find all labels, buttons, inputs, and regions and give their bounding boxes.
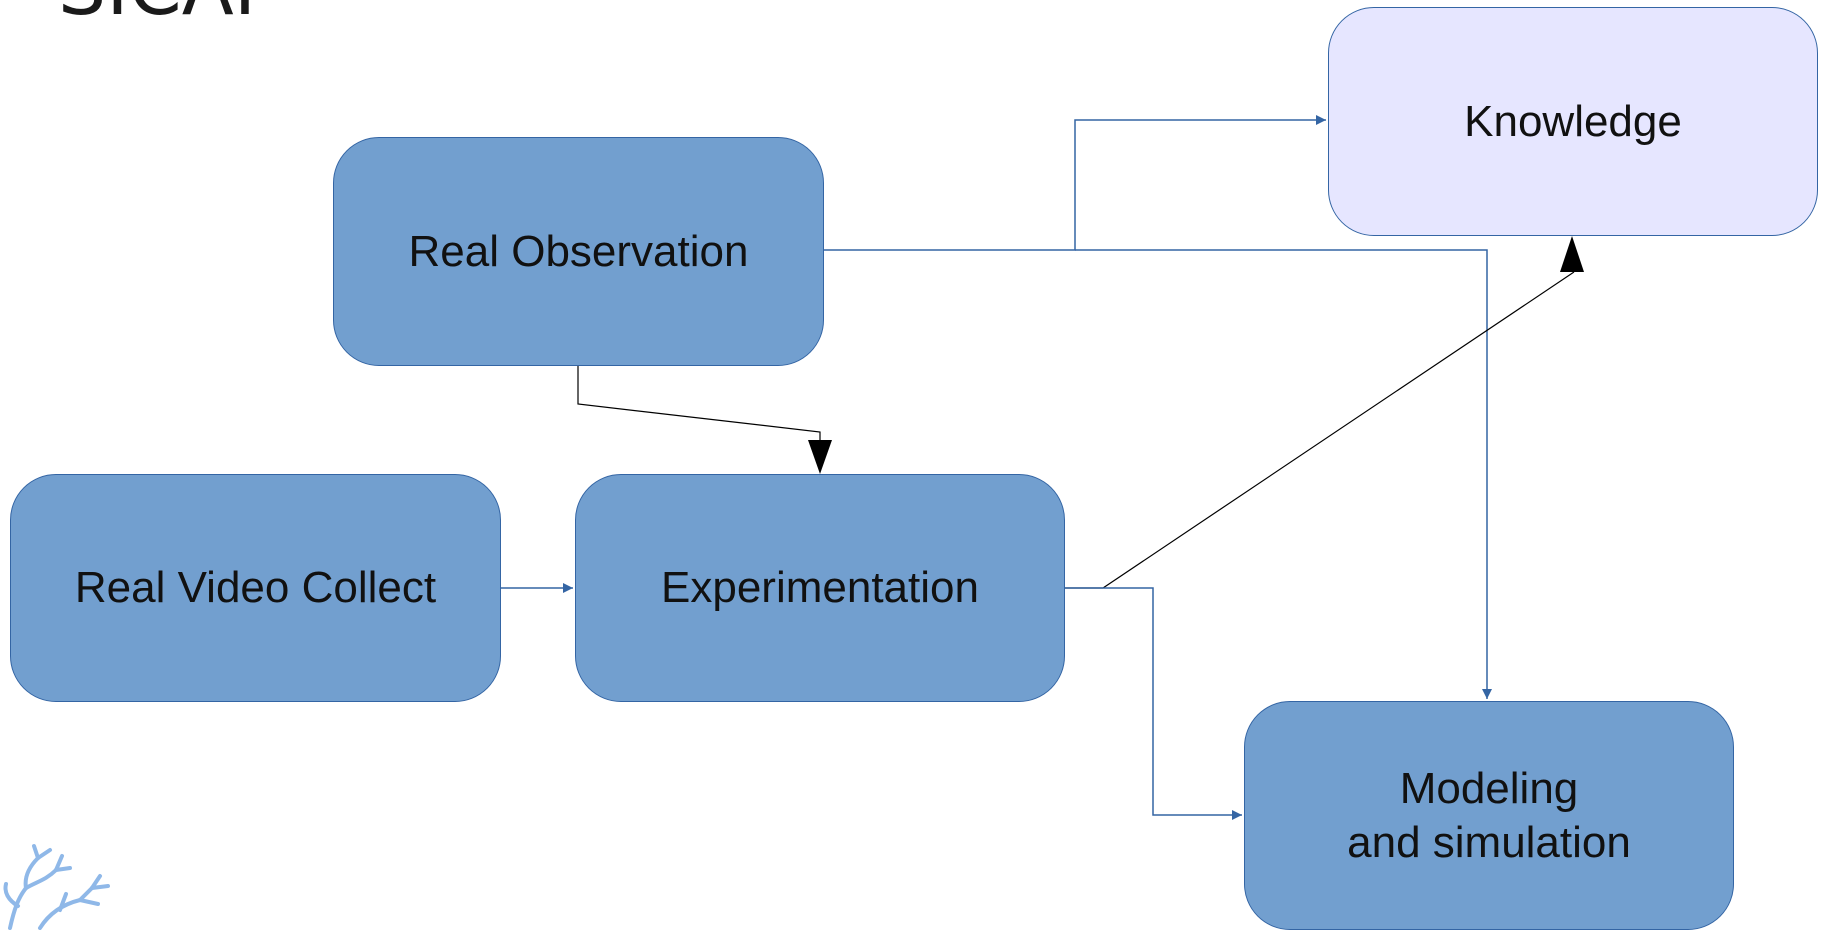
node-label: Real Video Collect [74,563,437,613]
connector-observation-to-modeling [1075,249,1492,699]
arrowhead-knowledge [1560,236,1584,272]
node-knowledge[interactable]: Knowledge [1328,7,1818,236]
node-real-observation[interactable]: Real Observation [333,137,824,366]
connector-experimentation-to-knowledge [1065,271,1575,589]
node-label: Experimentation [661,563,979,613]
node-real-video-collect[interactable]: Real Video Collect [10,474,501,702]
node-modeling-and-simulation[interactable]: Modeling and simulation [1244,701,1734,930]
coral-logo-icon [3,844,110,930]
node-experimentation[interactable]: Experimentation [575,474,1065,702]
connector-observation-to-knowledge [824,115,1326,251]
node-label: Modeling and simulation [1347,763,1631,867]
connector-observation-to-experimentation [577,366,821,440]
node-label: Real Observation [408,226,749,276]
slide-title: SICAI [58,0,256,26]
node-label: Knowledge [1464,96,1682,146]
connector-experimentation-to-modeling [1065,587,1242,820]
arrowhead-experimentation [808,440,832,474]
